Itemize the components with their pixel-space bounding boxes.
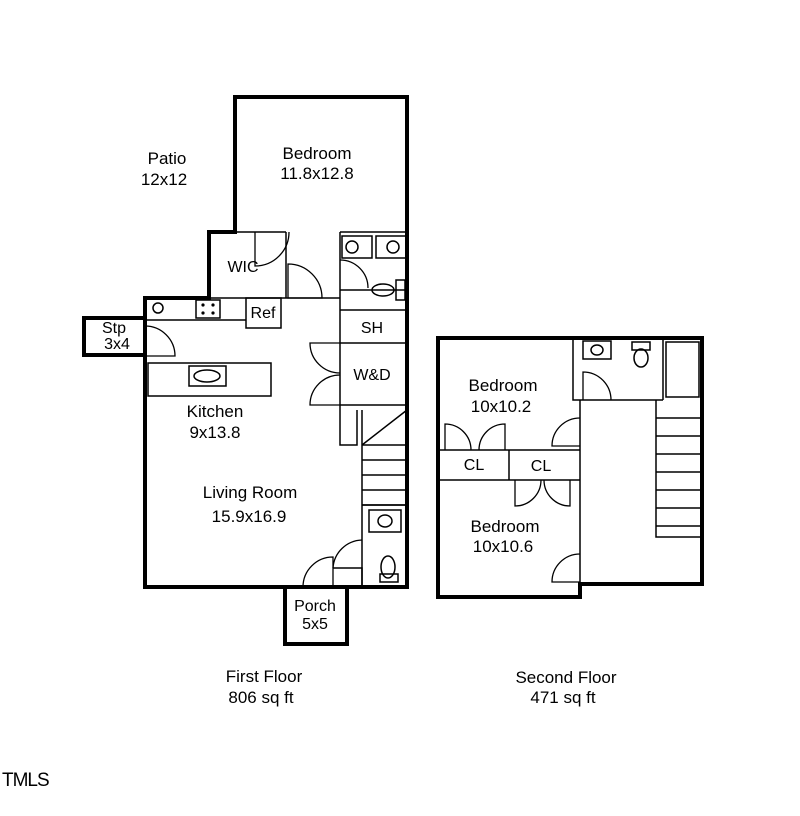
first-floor-doors xyxy=(144,231,369,588)
second-floor-fixtures xyxy=(582,340,651,368)
washer-dryer-label: W&D xyxy=(353,367,390,384)
first-floor-outer-wall xyxy=(143,95,409,589)
floor-captions: First Floor 806 sq ft Second Floor 471 s… xyxy=(226,667,617,707)
stoop-outline xyxy=(82,316,147,357)
room-labels: Patio 12x12 Bedroom 11.8x12.8 WIC Ref SH… xyxy=(102,144,551,633)
porch-outline xyxy=(283,585,349,646)
second-floor-plan xyxy=(436,336,704,599)
second-floor-name: Second Floor xyxy=(515,668,616,687)
wic-label: WIC xyxy=(227,259,258,276)
patio-size: 12x12 xyxy=(141,170,187,189)
shower-label: SH xyxy=(361,320,383,337)
stoop-size: 3x4 xyxy=(104,336,130,353)
bedroom-second-a-size: 10x10.2 xyxy=(471,397,532,416)
bedroom-first-size: 11.8x12.8 xyxy=(280,164,353,183)
first-floor-interior-walls xyxy=(145,231,408,587)
bedroom-second-b-size: 10x10.6 xyxy=(473,537,534,556)
kitchen-name: Kitchen xyxy=(187,402,244,421)
porch-name: Porch xyxy=(294,598,336,615)
porch-size: 5x5 xyxy=(302,616,328,633)
bedroom-second-a-name: Bedroom xyxy=(469,376,538,395)
bedroom-first-name: Bedroom xyxy=(283,144,352,163)
kitchen-size: 9x13.8 xyxy=(189,423,240,442)
closet-b-label: CL xyxy=(531,458,552,475)
ref-label: Ref xyxy=(251,305,276,322)
patio-name: Patio xyxy=(148,149,187,168)
second-floor-doors xyxy=(444,371,612,583)
first-floor-plan xyxy=(82,95,409,646)
living-room-name: Living Room xyxy=(203,483,298,502)
first-floor-fixtures xyxy=(152,235,407,583)
closet-a-label: CL xyxy=(464,457,485,474)
stoop-name: Stp xyxy=(102,320,126,337)
first-floor-name: First Floor xyxy=(226,667,303,686)
bedroom-second-b-name: Bedroom xyxy=(471,517,540,536)
second-floor-interior-walls xyxy=(438,338,702,584)
tmls-logo: TMLS xyxy=(2,770,49,791)
living-room-size: 15.9x16.9 xyxy=(212,507,287,526)
second-floor-area: 471 sq ft xyxy=(530,688,595,707)
first-floor-area: 806 sq ft xyxy=(228,688,293,707)
